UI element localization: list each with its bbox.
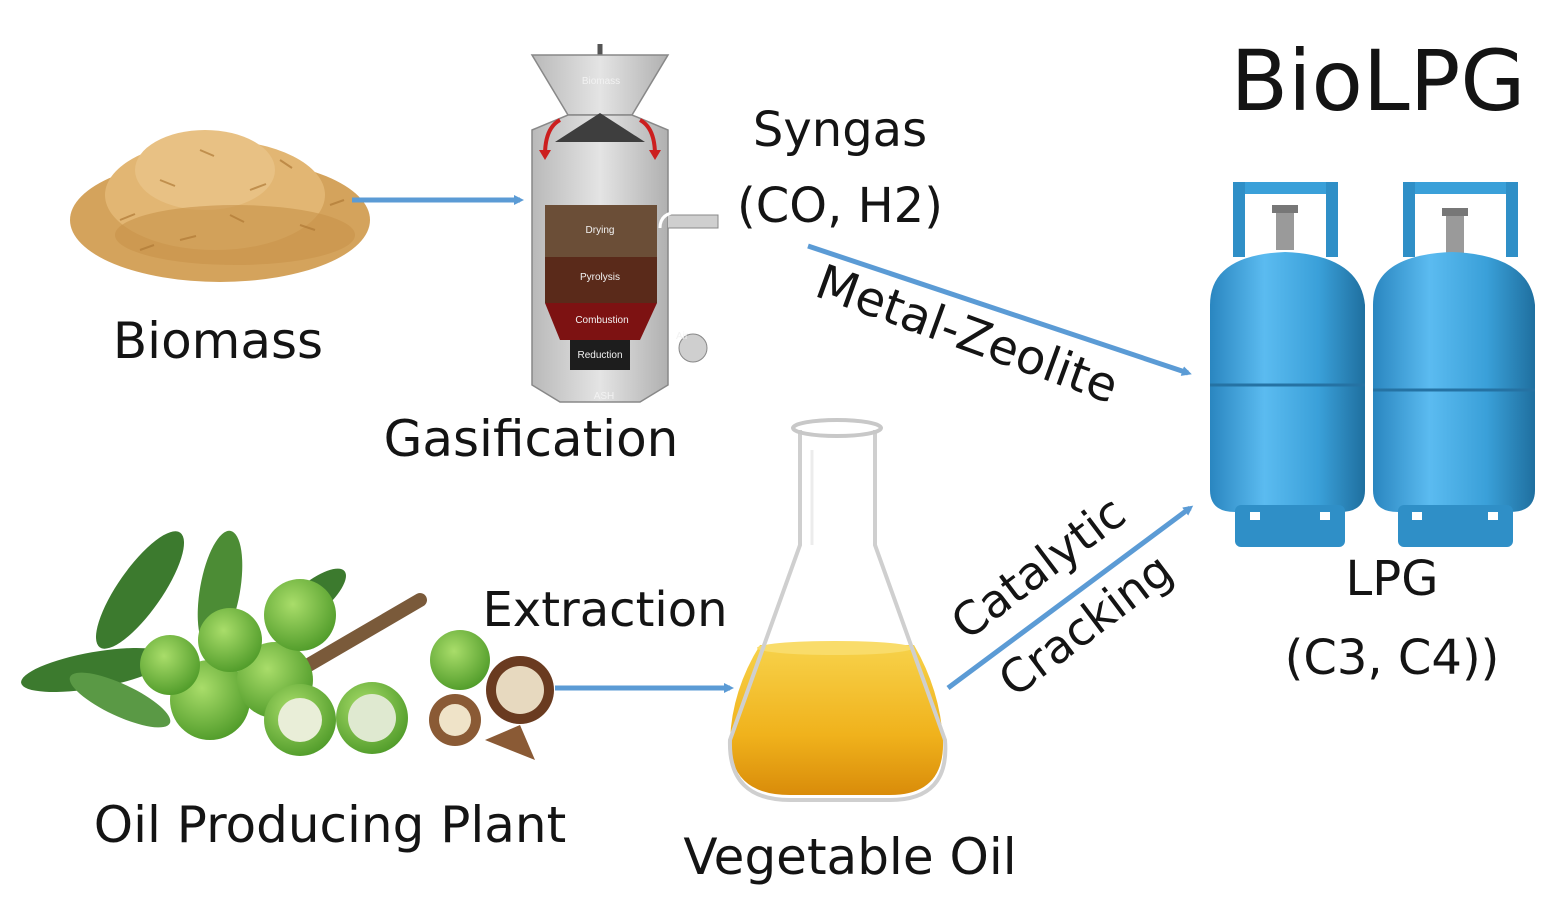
macadamia-plant-image — [21, 530, 554, 760]
svg-text:Air: Air — [676, 331, 689, 342]
oil-plant-label: Oil Producing Plant — [94, 796, 566, 854]
vegetable-oil-label: Vegetable Oil — [683, 828, 1016, 886]
svg-text:Drying: Drying — [586, 225, 615, 236]
page-title: BioLPG — [1231, 32, 1526, 130]
lpg-label: LPG — [1346, 551, 1439, 607]
svg-text:Biomass: Biomass — [582, 76, 620, 87]
arrow-oil-to-lpg — [946, 505, 1194, 691]
svg-text:ASH: ASH — [594, 391, 615, 402]
extraction-label: Extraction — [482, 582, 727, 638]
biomass-label: Biomass — [113, 312, 323, 370]
lpg-formula: (C3, C4)) — [1285, 630, 1500, 686]
arrow-syngas-to-lpg — [807, 243, 1192, 376]
gasification-label: Gasification — [384, 410, 679, 468]
lpg-cylinder-icon — [1210, 182, 1535, 547]
gasifier-diagram: Biomass Drying Pyrolysis Combustion Redu… — [530, 44, 719, 403]
svg-text:Combustion: Combustion — [575, 315, 628, 326]
syngas-label: Syngas — [753, 102, 927, 158]
erlenmeyer-flask-icon — [727, 418, 948, 802]
biomass-pile-image — [70, 130, 370, 282]
syngas-formula: (CO, H2) — [737, 178, 943, 234]
svg-text:Pyrolysis: Pyrolysis — [580, 272, 620, 283]
svg-text:Reduction: Reduction — [577, 350, 622, 361]
